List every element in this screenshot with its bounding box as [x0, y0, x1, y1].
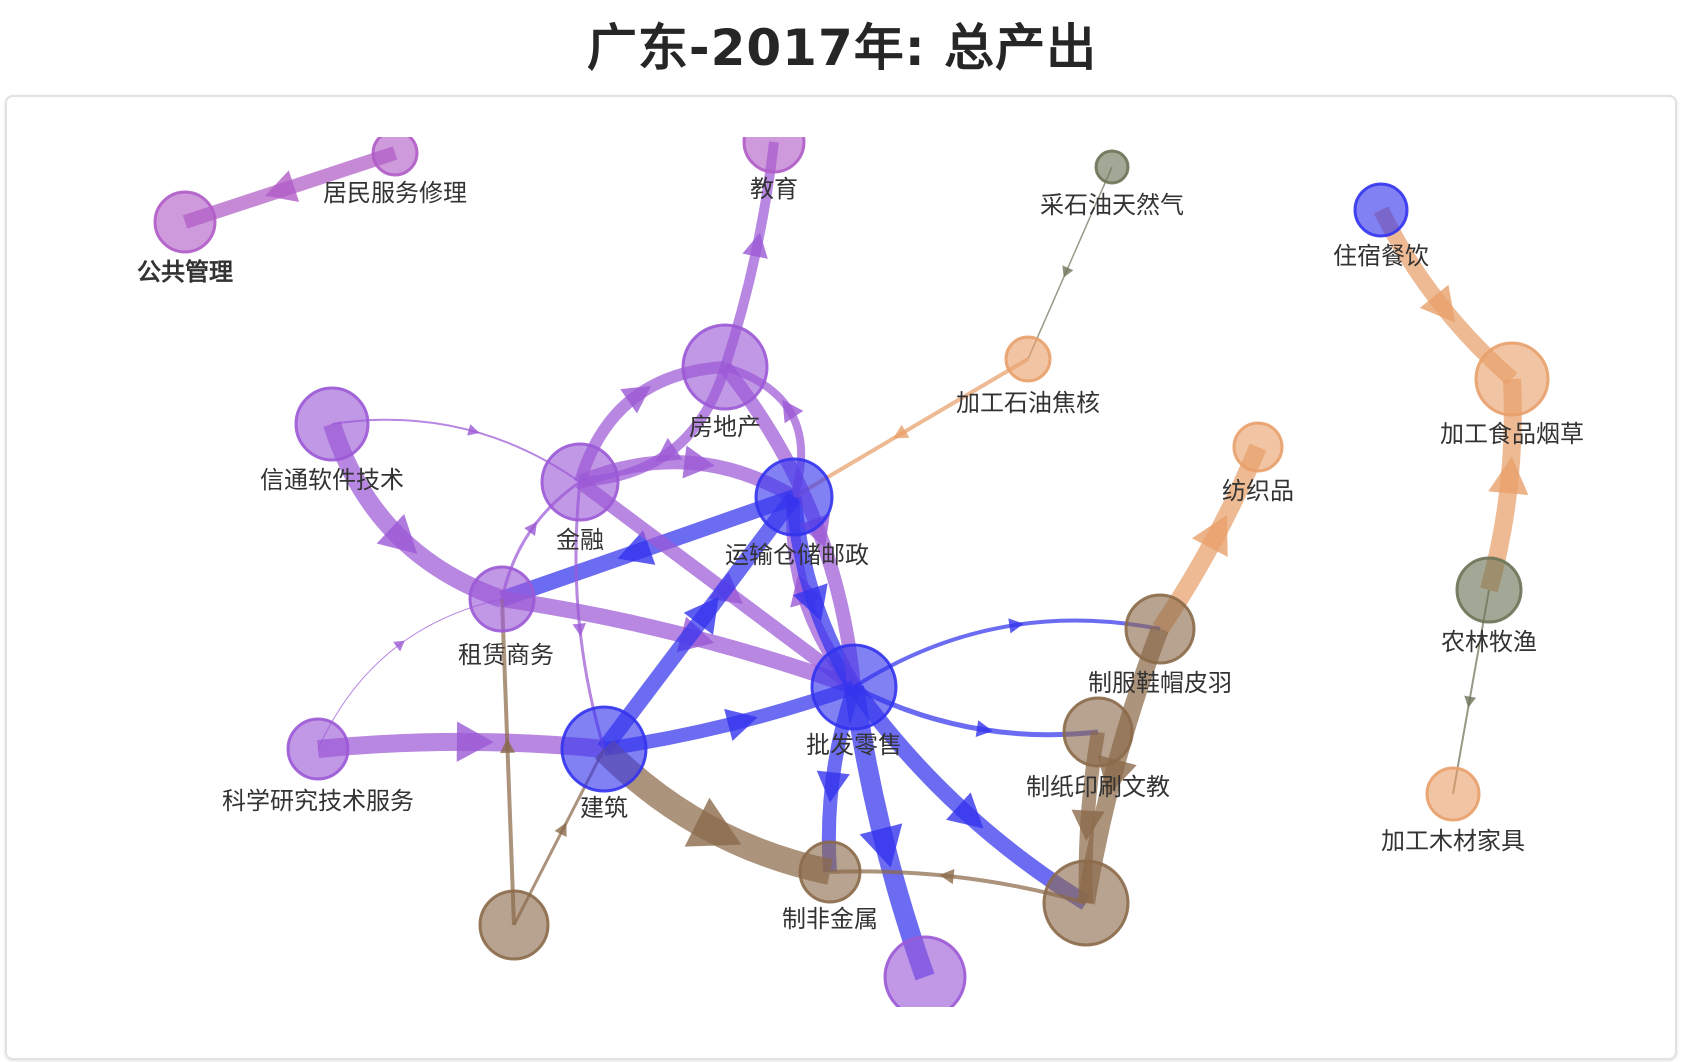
arrowhead-jinrong-to-yunshu [682, 445, 715, 479]
arrowhead-jinrong-to-jianzhu [572, 622, 586, 637]
arrowhead-jumin-to-gongguan [265, 170, 300, 202]
node-xintong[interactable] [294, 386, 370, 462]
node-label-jiagongshipin: 加工食品烟草 [1440, 420, 1584, 448]
node-fangdichan[interactable] [681, 323, 769, 411]
arrowhead-zhusu-to-jiagongshipin [1419, 284, 1456, 323]
node-bottom_mid[interactable] [883, 935, 967, 1017]
edge-zulin-to-pifa[interactable] [500, 591, 857, 695]
arrowhead-jianzhu-to-zhifeijinshu [684, 797, 742, 847]
node-kexue[interactable] [286, 717, 350, 781]
node-label-nonglin: 农林牧渔 [1441, 628, 1537, 656]
arrowhead-xintong-to-zulin [376, 513, 418, 554]
node-label-zhusu: 住宿餐饮 [1333, 242, 1429, 270]
arrowhead-jiagongshiyou-to-yunshu [893, 424, 910, 439]
node-jianzhu[interactable] [560, 705, 648, 793]
node-layer [153, 112, 1550, 1017]
node-bottom_right[interactable] [1042, 859, 1130, 947]
arrowhead-zhizhi-to-bottom_right [1071, 809, 1105, 841]
node-nonglin[interactable] [1455, 556, 1523, 624]
arrowhead-kexue-to-jianzhu [456, 721, 494, 762]
node-zhusu[interactable] [1353, 182, 1409, 238]
node-zhizhi[interactable] [1062, 696, 1134, 768]
node-gongguan[interactable] [153, 190, 217, 254]
arrowhead-jianzhu-to-pifa [724, 708, 758, 741]
node-fangzhi[interactable] [1232, 421, 1284, 473]
node-zhifu[interactable] [1124, 593, 1196, 665]
arrowhead-pifa-to-zhifu [1008, 618, 1024, 634]
arrowhead-zulin-to-jinrong [524, 521, 538, 537]
edge-jinrong-to-pifa[interactable] [575, 476, 859, 693]
node-label-jianzhu: 建筑 [580, 794, 628, 822]
node-label-yunshu: 运输仓储邮政 [725, 541, 869, 569]
node-label-zhifeijinshu: 制非金属 [782, 905, 878, 933]
edge-jiagongshiyou-to-yunshu[interactable] [792, 357, 1030, 499]
arrowhead-yunshu-to-pifa [792, 583, 828, 621]
node-label-jiagongmucai: 加工木材家具 [1381, 827, 1525, 855]
node-label-zhizhi: 制纸印刷文教 [1026, 773, 1170, 801]
node-label-fangzhi: 纺织品 [1222, 477, 1294, 505]
node-jiagongshiyou[interactable] [1004, 335, 1052, 383]
arrowhead-jinrong-to-fangdichan [620, 385, 652, 414]
node-label-xintong: 信通软件技术 [260, 466, 404, 494]
arrowhead-kexue-to-zulin [393, 640, 405, 652]
arrowhead-pifa-to-bottom_right [946, 792, 984, 829]
node-label-pifa: 批发零售 [806, 731, 902, 759]
node-jiaoyu[interactable] [742, 112, 806, 174]
node-jumin[interactable] [371, 131, 419, 177]
edge-kexue-to-zulin[interactable] [317, 598, 503, 750]
node-label-jiagongshiyou: 加工石油焦核 [956, 389, 1100, 417]
node-pifa[interactable] [810, 643, 898, 731]
node-jiagongshipin[interactable] [1474, 341, 1550, 417]
arrowhead-pifa-to-bottom_mid [859, 823, 903, 868]
edge-caishi-to-jiagongshiyou[interactable] [1027, 166, 1113, 360]
node-bottom_left[interactable] [478, 889, 550, 961]
node-label-jumin: 居民服务修理 [323, 179, 467, 207]
arrowhead-xintong-to-jinrong [467, 424, 480, 436]
arrowhead-zhifu-to-fangzhi [1191, 515, 1228, 558]
node-yunshu[interactable] [754, 457, 834, 537]
node-label-fangdichan: 房地产 [689, 413, 761, 441]
arrowhead-bottom_right-to-zhifeijinshu [939, 869, 955, 885]
arrowhead-bottom_left-to-jianzhu [554, 822, 567, 837]
arrowhead-fangdichan-to-jiaoyu [742, 232, 768, 259]
node-label-zhifu: 制服鞋帽皮羽 [1088, 669, 1232, 697]
node-label-zulin: 租赁商务 [458, 641, 554, 669]
node-caishi[interactable] [1094, 149, 1130, 185]
node-jinrong[interactable] [540, 442, 620, 522]
arrowhead-nonglin-to-jiagongshipin [1488, 456, 1529, 496]
node-zulin[interactable] [468, 565, 536, 633]
graph-panel[interactable]: 公共管理 居民服务修理 教育采石油天然气住宿餐饮房地产 加工石油焦核加工食品烟草信通软… [5, 95, 1677, 1060]
arrowhead-nonglin-to-jiagongmucai [1464, 695, 1477, 708]
arrowhead-pifa-to-zhizhi [975, 720, 993, 738]
arrowhead-pifa-to-zhifeijinshu [816, 770, 850, 803]
arrowhead-caishi-to-jiagongshiyou [1062, 265, 1074, 278]
page-title: 广东-2017年: 总产出 [586, 19, 1098, 77]
arrowhead-jianzhu-to-yunshu [683, 596, 719, 635]
edge-bottom_left-to-zulin[interactable] [500, 598, 516, 926]
node-jiagongmucai[interactable] [1425, 766, 1481, 822]
node-label-jiaoyu: 教育 [750, 175, 798, 203]
node-label-jinrong: 金融 [556, 526, 604, 554]
node-label-gongguan: 公共管理 [137, 258, 233, 286]
node-label-kexue: 科学研究技术服务 [222, 787, 414, 815]
node-zhifeijinshu[interactable] [798, 840, 862, 904]
arrowhead-bottom_left-to-zulin [500, 738, 516, 754]
arrowhead-yunshu-to-fangdichan [782, 399, 804, 424]
node-label-caishi: 采石油天然气 [1040, 191, 1184, 219]
